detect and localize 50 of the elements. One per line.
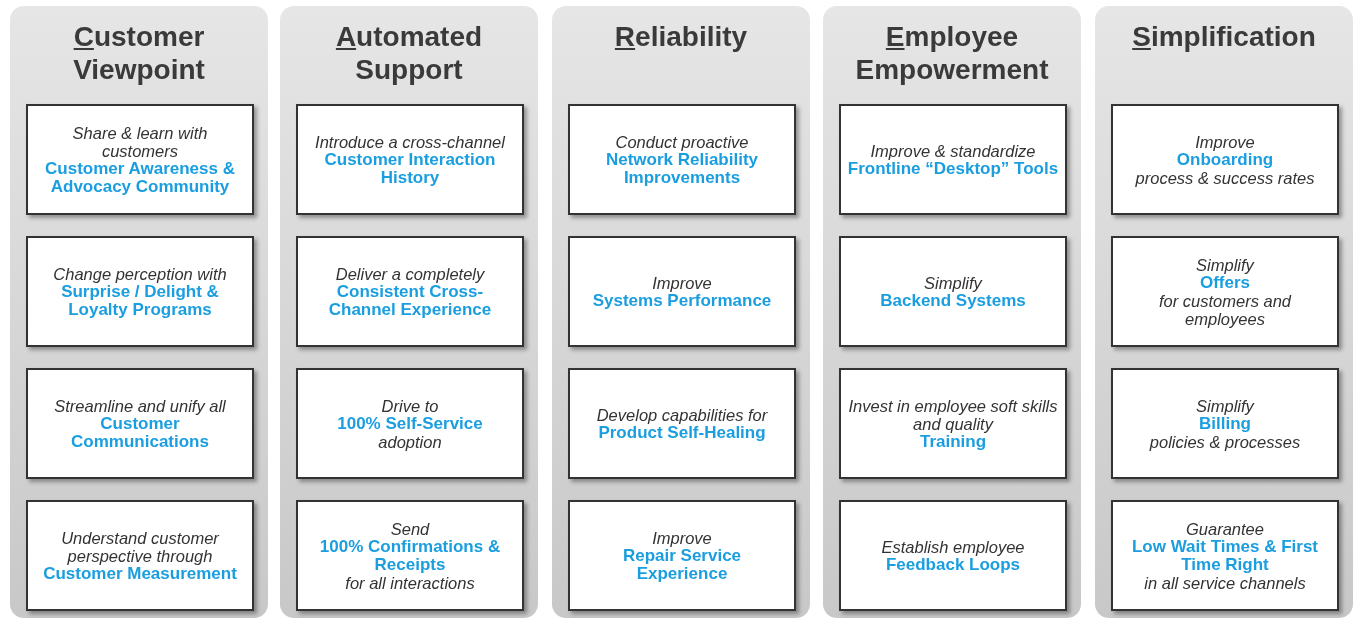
initiative-card bbox=[839, 236, 1067, 347]
initiative-text: Understand customer perspective through Customer Measurement bbox=[42, 528, 238, 583]
initiative-card bbox=[296, 500, 524, 611]
initiative-card bbox=[26, 104, 254, 215]
column-panel bbox=[280, 6, 538, 618]
column-panel bbox=[1095, 6, 1353, 618]
initiative-text: Streamline and unify all Customer Communications bbox=[53, 396, 227, 451]
initiative-card bbox=[296, 236, 524, 347]
initiative-text: Simplify Backend Systems bbox=[879, 273, 1027, 310]
initiative-card bbox=[568, 500, 796, 611]
initiative-text: Guarantee Low Wait Times & First Time Right in all service channels bbox=[1130, 519, 1320, 592]
initiative-card bbox=[1111, 104, 1339, 215]
initiative-text: Develop capabilities for Product Self-Healing bbox=[595, 405, 769, 442]
column-heading: Reliability bbox=[613, 20, 749, 53]
column-panel bbox=[10, 6, 268, 618]
initiative-text: Establish employee Feedback Loops bbox=[880, 537, 1026, 574]
initiative-card bbox=[296, 368, 524, 479]
initiative-card bbox=[568, 368, 796, 479]
initiative-text: Drive to 100% Self-Service adoption bbox=[336, 396, 484, 451]
initiative-text: Share & learn with customers Customer Awareness & Advocacy Community bbox=[44, 123, 236, 196]
initiative-card bbox=[26, 236, 254, 347]
initiative-text: Deliver a completely Consistent Cross-Channel Experience bbox=[327, 264, 493, 319]
initiative-text: Improve Onboarding process & success rates bbox=[1134, 132, 1316, 187]
initiative-text: Invest in employee soft skills and quality Training bbox=[847, 396, 1059, 451]
column-heading: Simplification bbox=[1131, 20, 1317, 53]
initiative-card bbox=[1111, 368, 1339, 479]
initiative-card bbox=[839, 104, 1067, 215]
column-heading: Customer Viewpoint bbox=[72, 20, 206, 86]
initiative-card bbox=[26, 368, 254, 479]
column-panel bbox=[823, 6, 1081, 618]
initiative-text: Conduct proactive Network Reliability Improvements bbox=[604, 132, 760, 187]
initiative-card bbox=[1111, 500, 1339, 611]
initiative-card bbox=[26, 500, 254, 611]
initiative-text: Introduce a cross-channel Customer Interaction History bbox=[314, 132, 507, 187]
initiative-card bbox=[839, 500, 1067, 611]
initiative-card bbox=[568, 236, 796, 347]
initiative-card bbox=[568, 104, 796, 215]
initiative-text: Improve Repair Service Experience bbox=[621, 528, 743, 583]
initiative-text: Change perception with Surprise / Delight & Loyalty Programs bbox=[52, 264, 228, 319]
initiative-card bbox=[839, 368, 1067, 479]
initiative-text: Improve Systems Performance bbox=[591, 273, 773, 310]
initiative-text: Improve & standardize Frontline “Desktop” Tools bbox=[846, 141, 1060, 178]
column-heading: Employee Empowerment bbox=[854, 20, 1050, 86]
initiative-card bbox=[1111, 236, 1339, 347]
initiative-text: Simplify Offers for customers and employees bbox=[1157, 255, 1293, 328]
initiative-text: Send 100% Confirmations & Receipts for all interactions bbox=[318, 519, 502, 592]
initiative-text: Simplify Billing policies & processes bbox=[1148, 396, 1302, 451]
column-panel bbox=[552, 6, 810, 618]
initiative-card bbox=[296, 104, 524, 215]
column-heading: Automated Support bbox=[334, 20, 484, 86]
